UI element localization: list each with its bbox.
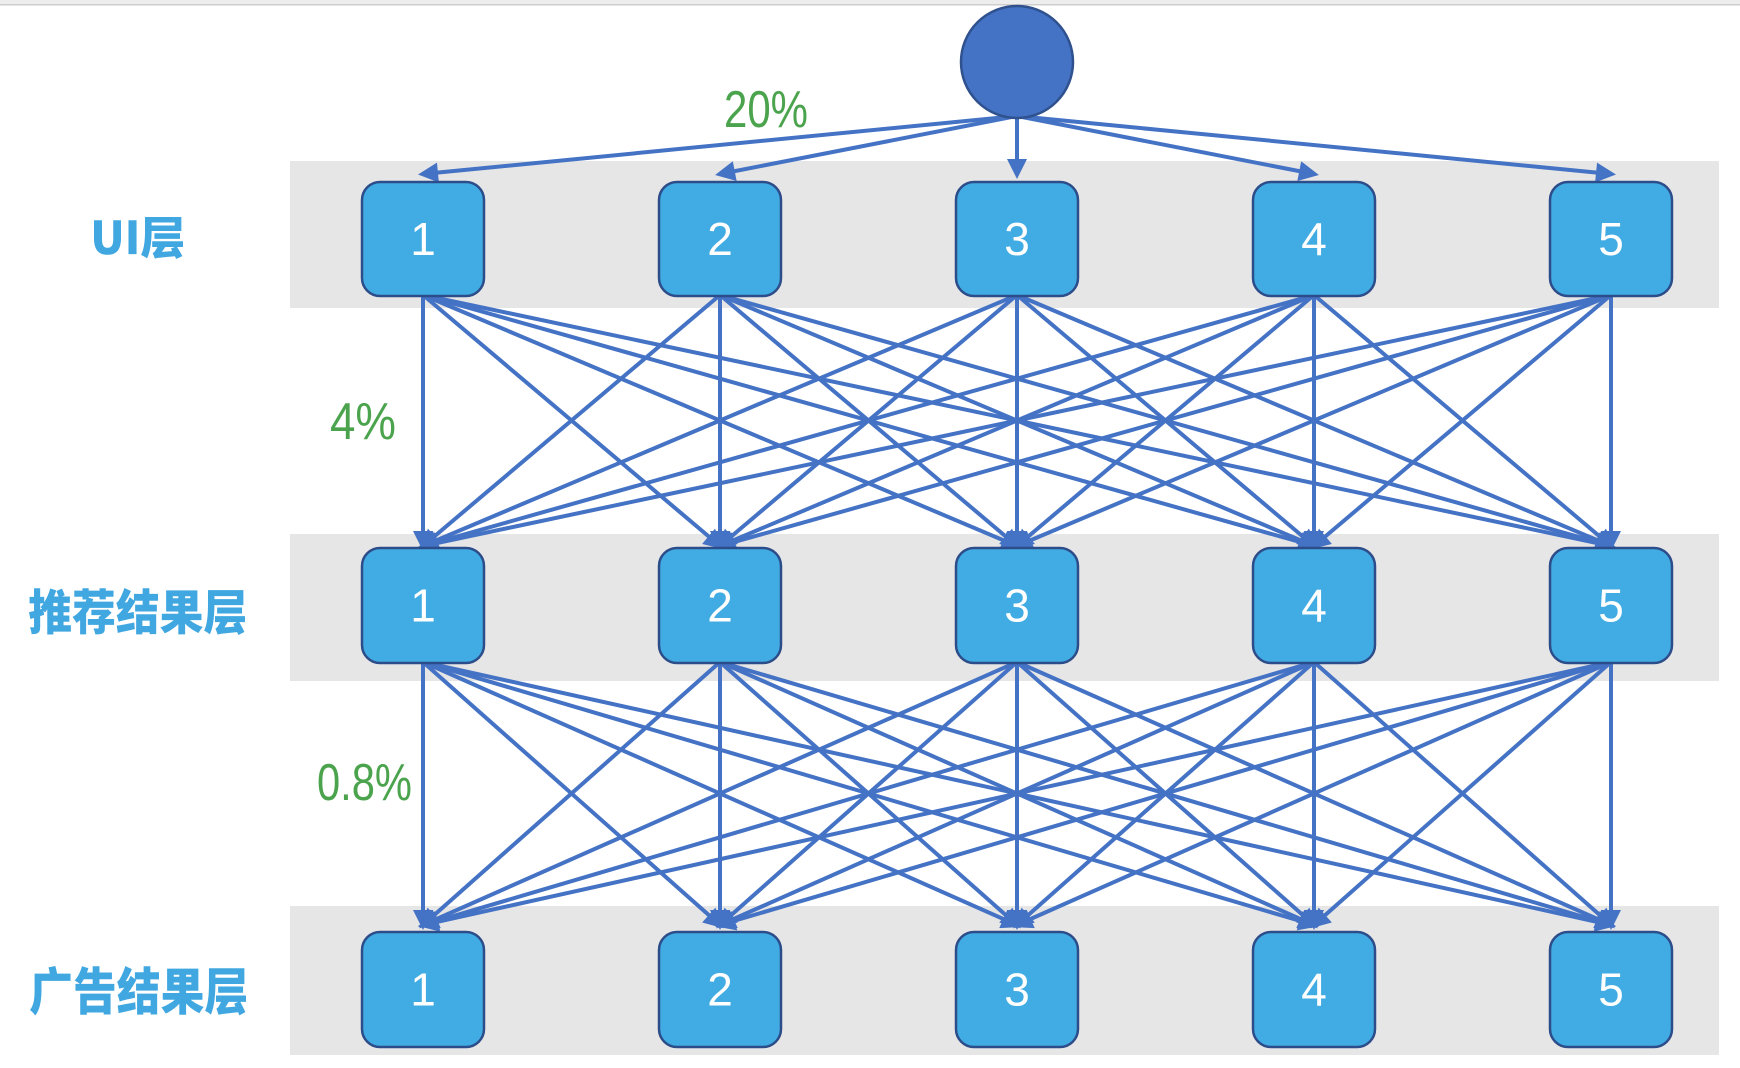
svg-text:3: 3 [1004, 580, 1030, 632]
svg-text:4: 4 [1301, 580, 1327, 632]
svg-text:2: 2 [707, 580, 733, 632]
svg-text:20%: 20% [724, 81, 808, 139]
svg-text:2: 2 [707, 964, 733, 1016]
svg-text:3: 3 [1004, 213, 1030, 265]
svg-text:5: 5 [1598, 213, 1624, 265]
svg-text:4%: 4% [330, 393, 396, 451]
svg-text:4: 4 [1301, 964, 1327, 1016]
svg-text:5: 5 [1598, 580, 1624, 632]
svg-text:1: 1 [410, 213, 436, 265]
svg-text:4: 4 [1301, 213, 1327, 265]
svg-text:1: 1 [410, 580, 436, 632]
svg-text:5: 5 [1598, 964, 1624, 1016]
svg-text:3: 3 [1004, 964, 1030, 1016]
svg-text:2: 2 [707, 213, 733, 265]
svg-text:0.8%: 0.8% [317, 754, 412, 812]
svg-text:1: 1 [410, 964, 436, 1016]
